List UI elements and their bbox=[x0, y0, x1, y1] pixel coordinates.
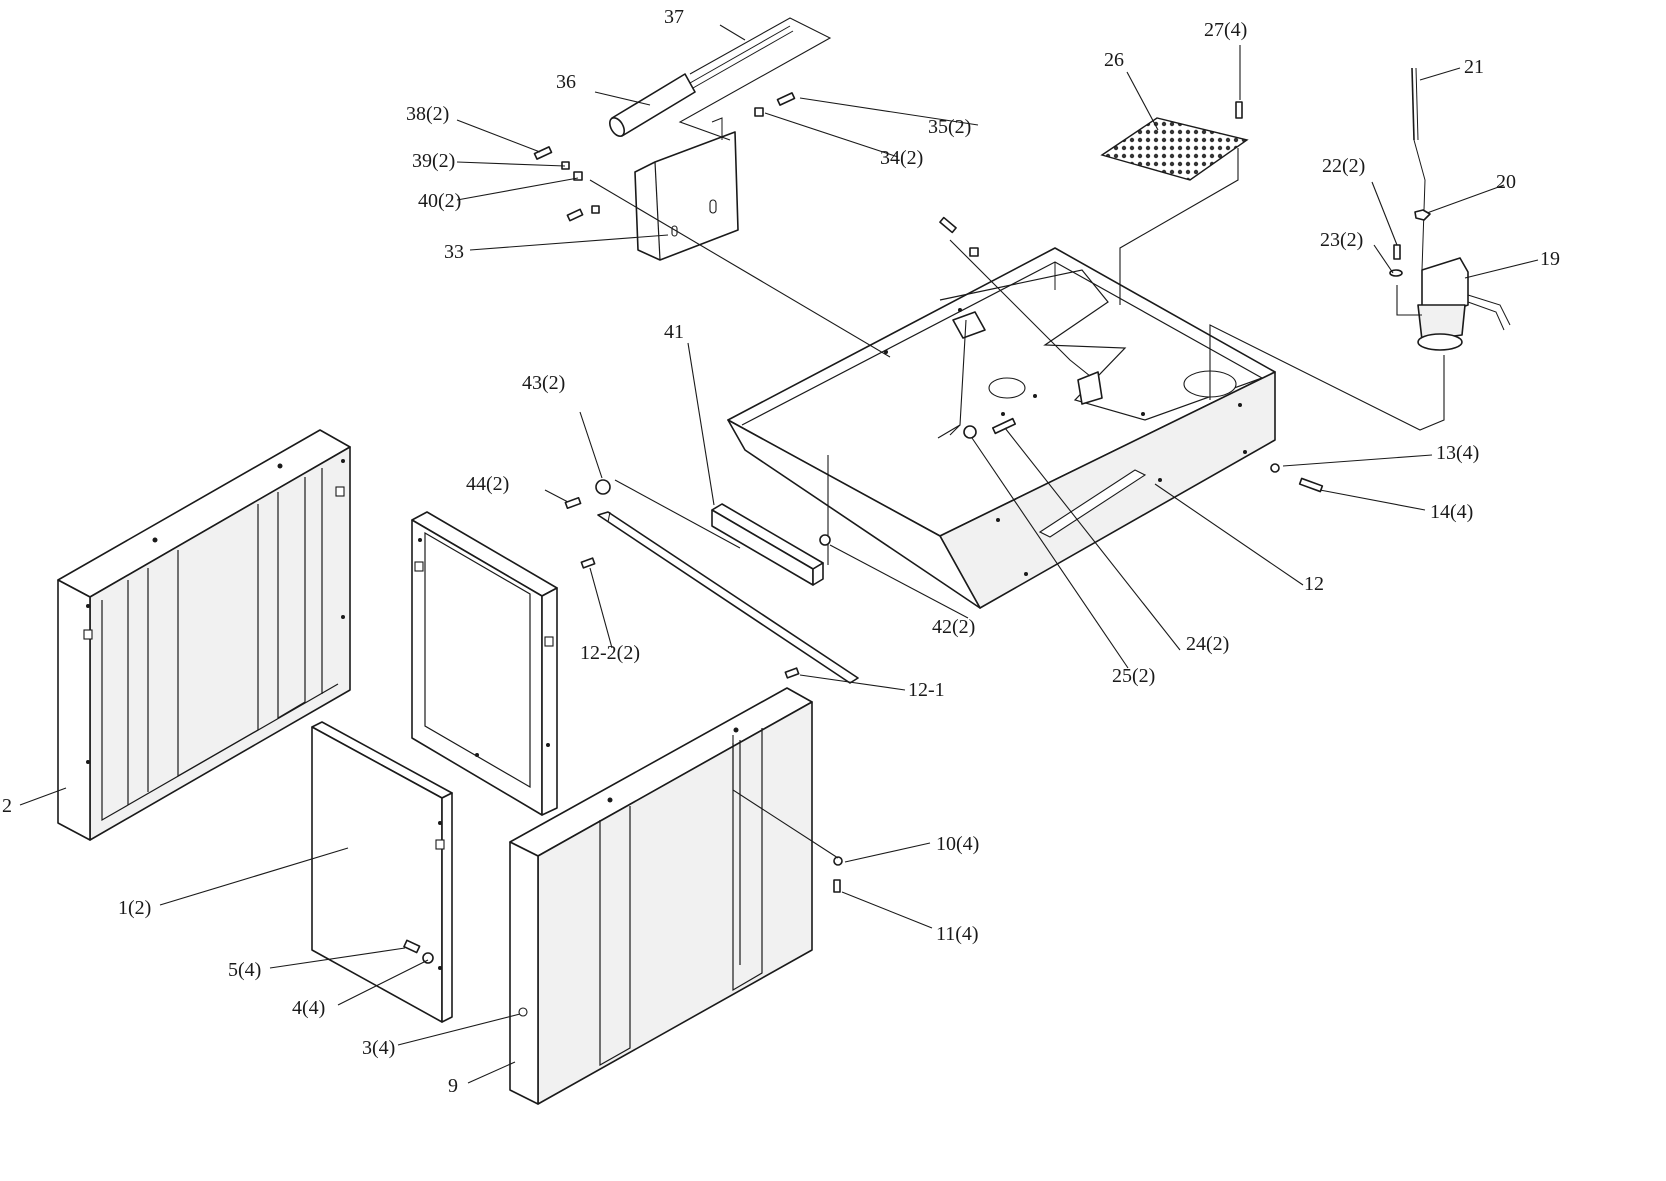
callout-2: 2 bbox=[2, 795, 12, 817]
callout-39: 39(2) bbox=[412, 150, 456, 172]
part-26-mesh-screen bbox=[1100, 117, 1249, 181]
callout-38: 38(2) bbox=[406, 103, 450, 125]
part-2-left-frame bbox=[57, 429, 351, 841]
callout-12-1: 12-1 bbox=[908, 679, 945, 701]
callout-5: 5(4) bbox=[228, 959, 262, 981]
callout-36: 36 bbox=[556, 71, 576, 93]
callout-33: 33 bbox=[444, 241, 464, 263]
part-1-side-panel bbox=[311, 721, 453, 1023]
part-9-front-frame bbox=[509, 687, 813, 1105]
callout-12-2: 12-2(2) bbox=[580, 642, 640, 664]
callout-4: 4(4) bbox=[292, 997, 326, 1019]
callout-19: 19 bbox=[1540, 248, 1560, 270]
callout-20: 20 bbox=[1496, 171, 1516, 193]
part-1-frame-panel bbox=[411, 511, 558, 816]
callout-12: 12 bbox=[1304, 573, 1324, 595]
part-12-cabinet bbox=[727, 247, 1276, 609]
part-19-motor bbox=[1411, 67, 1511, 351]
callout-11: 11(4) bbox=[936, 923, 979, 945]
callout-14: 14(4) bbox=[1430, 501, 1474, 523]
callout-25: 25(2) bbox=[1112, 665, 1156, 687]
callout-27: 27(4) bbox=[1204, 19, 1248, 41]
callout-9: 9 bbox=[448, 1075, 458, 1097]
callout-3: 3(4) bbox=[362, 1037, 396, 1059]
callout-24: 24(2) bbox=[1186, 633, 1230, 655]
callout-42: 42(2) bbox=[932, 616, 976, 638]
leader-lines bbox=[19, 24, 1539, 1084]
callout-1: 1(2) bbox=[118, 897, 152, 919]
callout-13: 13(4) bbox=[1436, 442, 1480, 464]
callout-35: 35(2) bbox=[928, 116, 972, 138]
part-33-bracket bbox=[634, 117, 739, 261]
callout-26: 26 bbox=[1104, 49, 1124, 71]
callout-43: 43(2) bbox=[522, 372, 566, 394]
callout-44: 44(2) bbox=[466, 473, 510, 495]
part-41-bar bbox=[711, 455, 829, 586]
callout-41: 41 bbox=[664, 321, 684, 343]
callout-37: 37 bbox=[664, 6, 684, 28]
callout-22: 22(2) bbox=[1322, 155, 1366, 177]
callout-34: 34(2) bbox=[880, 147, 924, 169]
callout-40: 40(2) bbox=[418, 190, 462, 212]
part-36-roller bbox=[608, 17, 832, 141]
fasteners bbox=[403, 92, 1403, 964]
callout-21: 21 bbox=[1464, 56, 1484, 78]
callout-10: 10(4) bbox=[936, 833, 980, 855]
callout-23: 23(2) bbox=[1320, 229, 1364, 251]
part-12-1-plate bbox=[597, 511, 859, 684]
